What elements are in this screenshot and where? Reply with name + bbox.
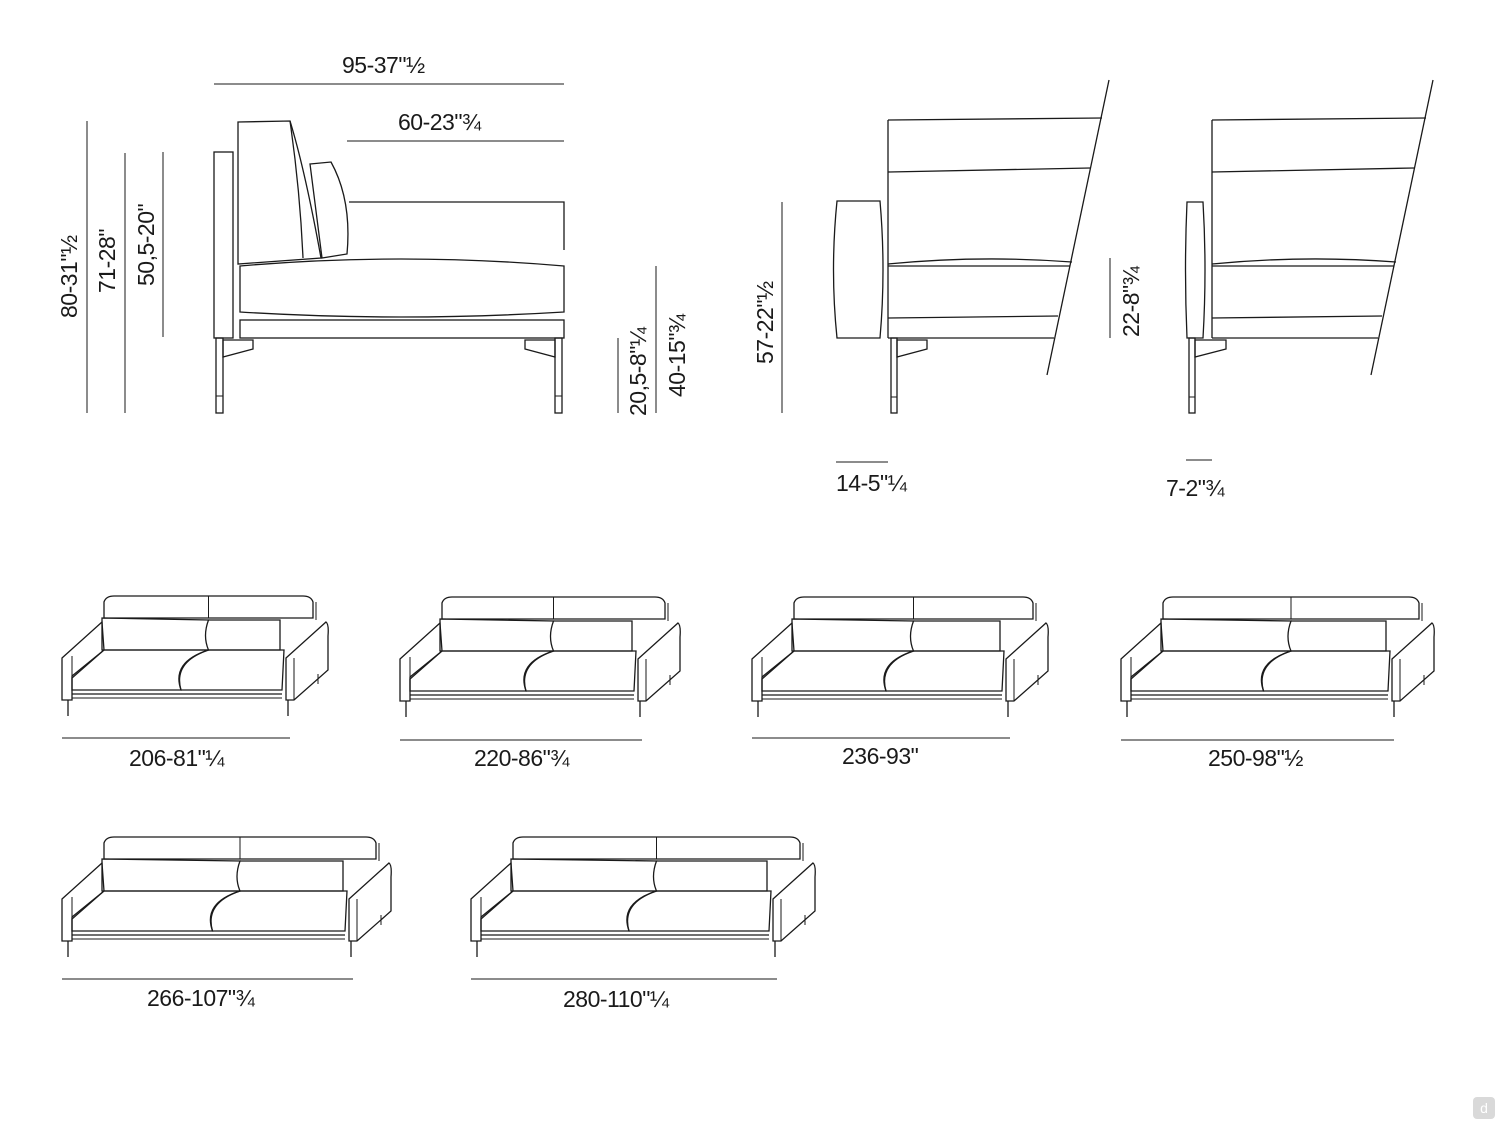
label-sofa-width: 280-110"¼: [563, 986, 669, 1012]
label-sofa-width: 220-86"¾: [474, 745, 569, 771]
label-seat-frame-height: 20,5-8"¼: [625, 327, 651, 416]
label-depth-total: 95-37"½: [342, 52, 425, 78]
sofa-front-view: [399, 596, 681, 741]
sofa-front-view: [61, 595, 329, 739]
label-seat-height: 40-15"¾: [664, 314, 690, 397]
logo-badge: d: [1473, 1097, 1495, 1119]
label-slim-arm-width: 7-2"¾: [1166, 475, 1225, 501]
label-slim-arm-height: 22-8"¾: [1118, 266, 1144, 337]
label-height-arm: 50,5-20": [133, 203, 159, 286]
sofa-front-view: [751, 596, 1049, 739]
label-wide-arm-height: 57-22"½: [752, 281, 778, 364]
label-sofa-width: 266-107"¾: [147, 985, 255, 1011]
label-wide-arm-width: 14-5"¼: [836, 470, 907, 496]
slim-arm-drawing: [1109, 79, 1434, 461]
sofa-front-views: [61, 595, 1435, 980]
wide-arm-drawing: [781, 79, 1110, 463]
label-sofa-width: 206-81"¼: [129, 745, 224, 771]
side-view-drawing: [86, 83, 657, 414]
label-height-back: 71-28": [94, 229, 120, 293]
label-seat-depth: 60-23"¾: [398, 109, 481, 135]
sofa-front-view: [1120, 596, 1435, 741]
label-height-total: 80-31"½: [56, 235, 82, 318]
sofa-front-view: [61, 836, 392, 980]
sofa-front-view: [470, 836, 816, 980]
label-sofa-width: 236-93": [842, 743, 919, 769]
label-sofa-width: 250-98"½: [1208, 745, 1303, 771]
